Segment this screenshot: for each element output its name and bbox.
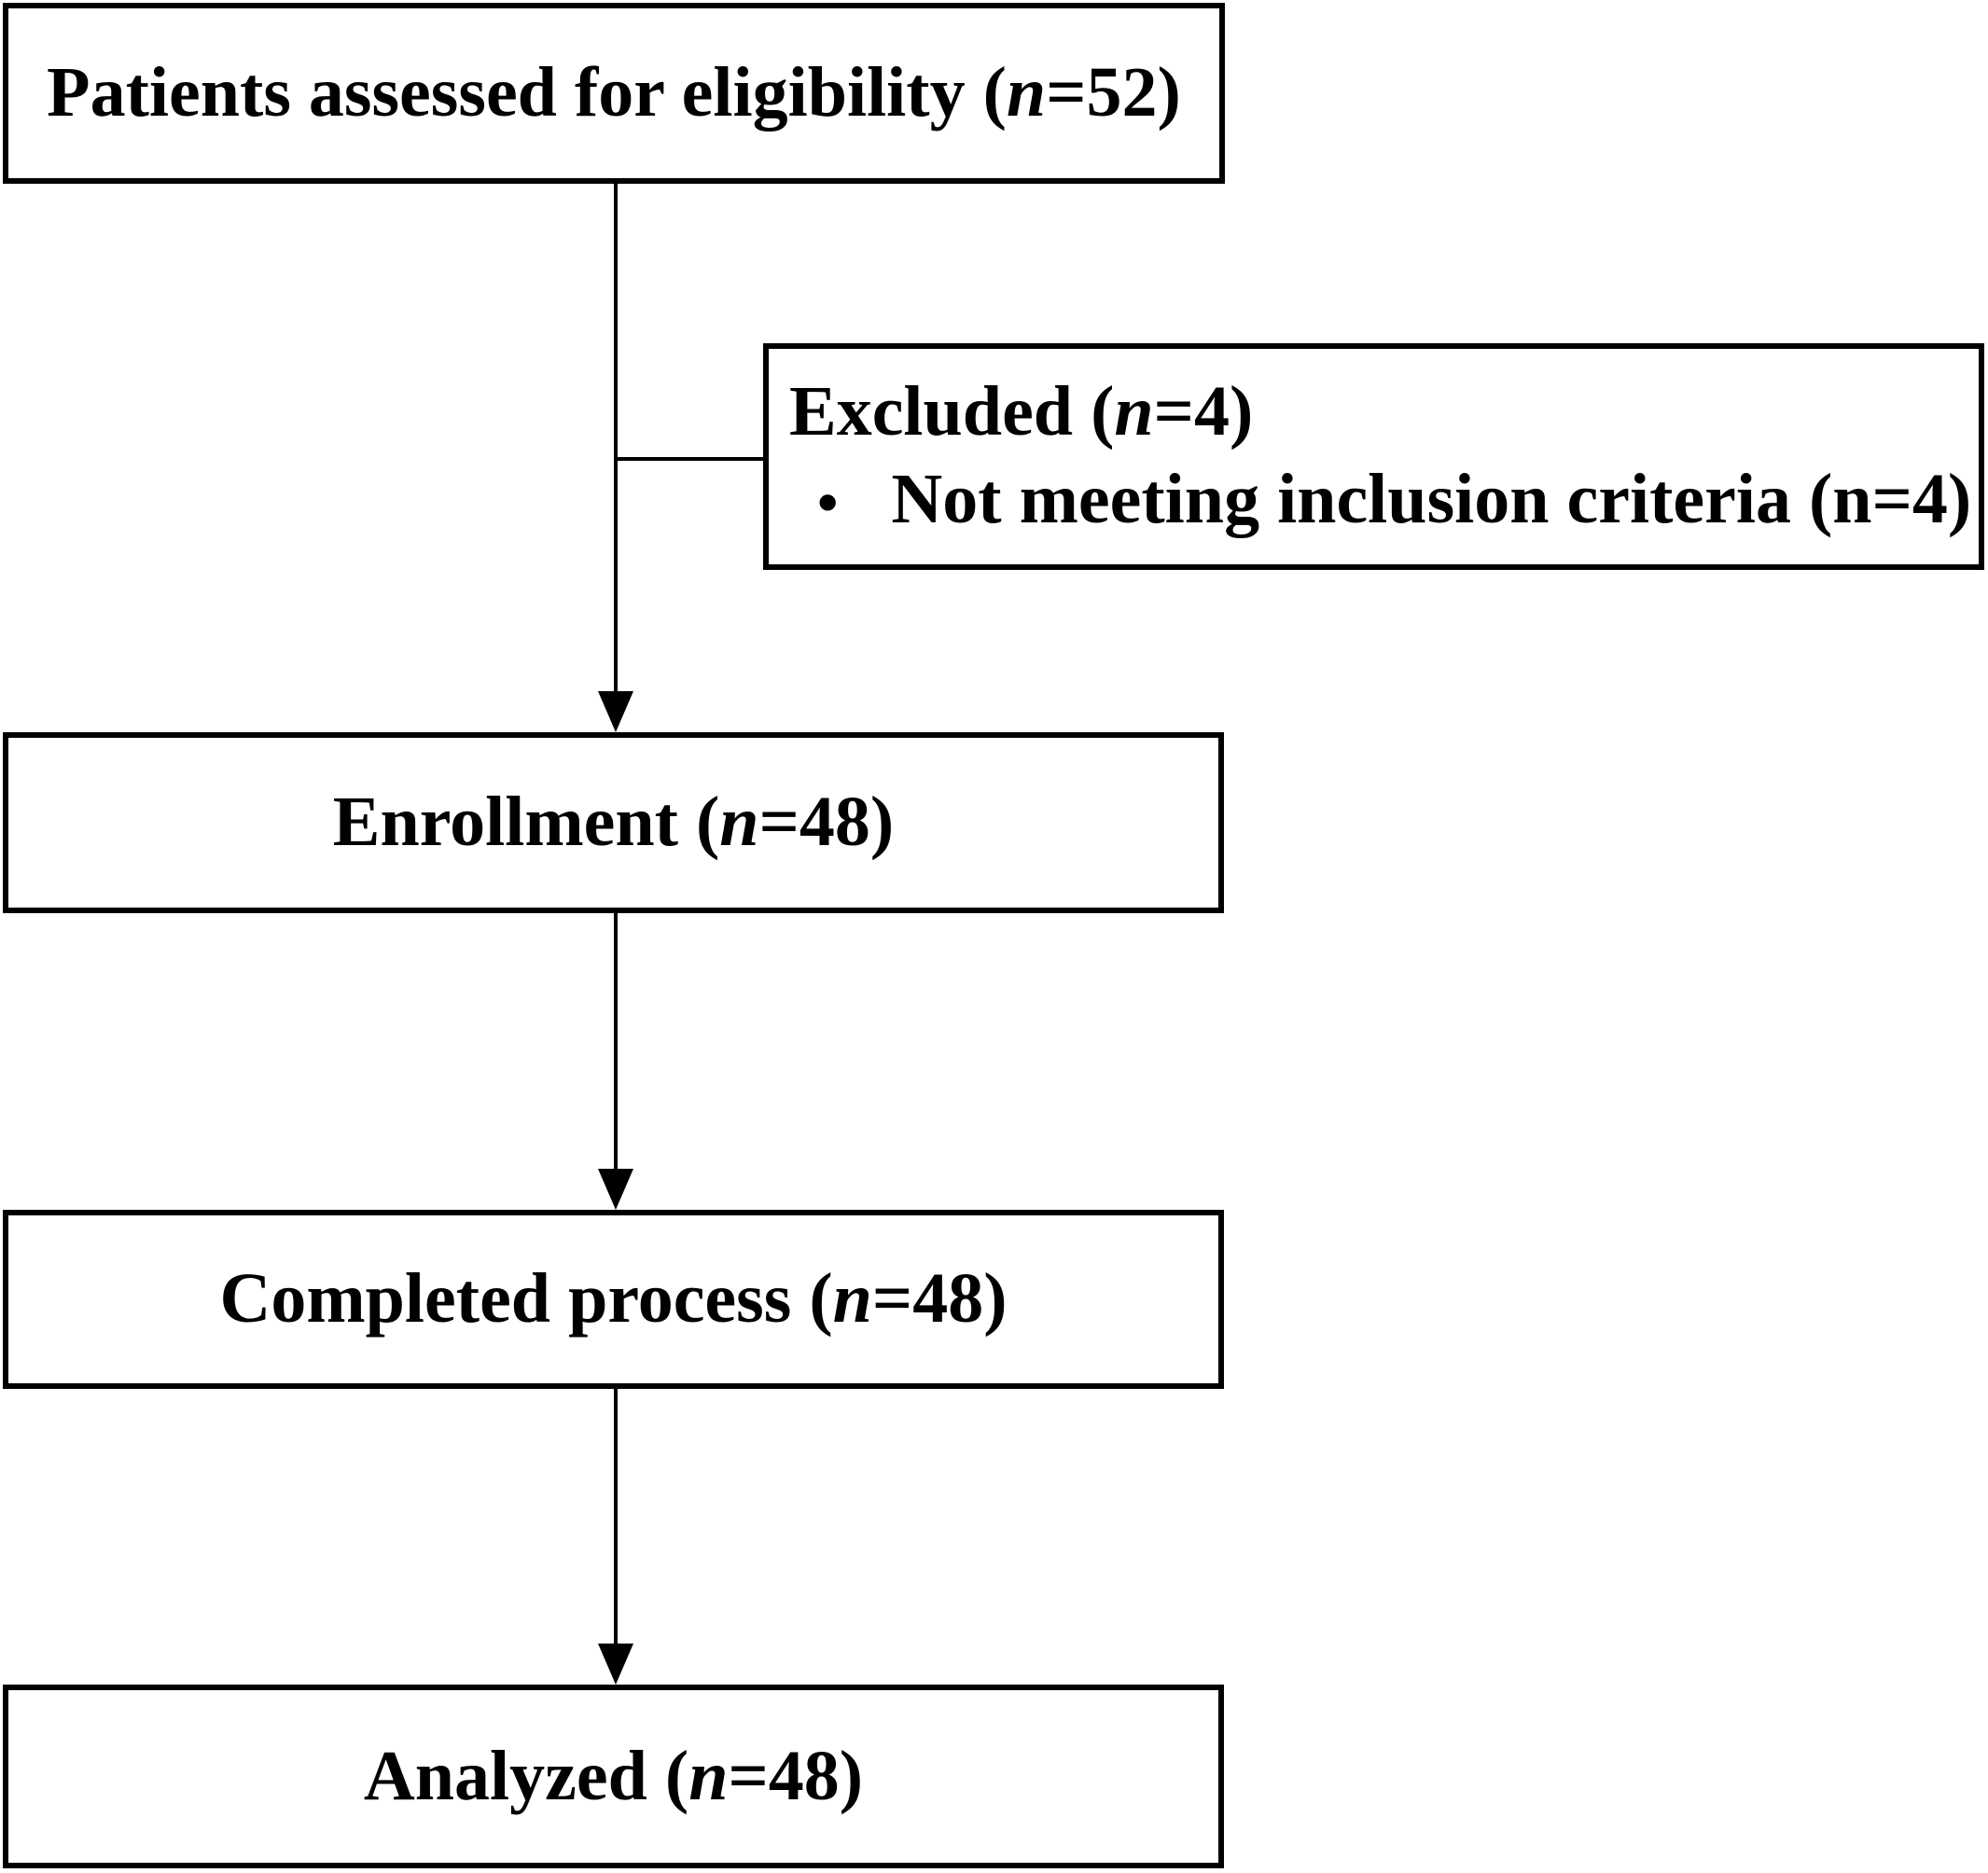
label-text-pre: Excluded ( bbox=[789, 371, 1115, 451]
label-n-variable: n bbox=[832, 1259, 872, 1339]
box-excluded: Excluded (n=4) • Not meeting inclusion c… bbox=[763, 343, 1984, 570]
arrow-down-icon bbox=[598, 691, 633, 732]
branch-line-to-excluded bbox=[616, 457, 763, 461]
box-enrollment: Enrollment (n=48) bbox=[3, 732, 1224, 913]
label-text-pre: Completed process ( bbox=[219, 1259, 833, 1339]
label-text-post: =48) bbox=[871, 1259, 1008, 1339]
bullet-icon: • bbox=[817, 468, 839, 535]
label-text-post: =4) bbox=[1153, 371, 1254, 451]
label-n-variable: n bbox=[719, 783, 759, 862]
box-completed-process: Completed process (n=48) bbox=[3, 1210, 1224, 1389]
box-analyzed: Analyzed (n=48) bbox=[3, 1685, 1224, 1868]
connector-eligibility-to-enrollment-line bbox=[614, 184, 618, 695]
label-text-pre: Enrollment ( bbox=[332, 783, 720, 862]
label-text-post: =48) bbox=[758, 783, 895, 862]
connector-enrollment-to-completed-line bbox=[614, 913, 618, 1169]
label-text-pre: Analyzed ( bbox=[363, 1736, 689, 1815]
box-analyzed-label: Analyzed (n=48) bbox=[364, 1734, 863, 1819]
label-n-variable: n bbox=[688, 1736, 729, 1815]
label-n-variable: n bbox=[1006, 53, 1047, 132]
label-n-variable: n bbox=[1114, 371, 1154, 451]
bullet-item-text: Not meeting inclusion criteria (n=4) bbox=[891, 459, 1972, 538]
label-text-pre: Patients assessed for eligibility ( bbox=[47, 53, 1007, 132]
box-enrollment-label: Enrollment (n=48) bbox=[333, 780, 894, 865]
arrow-down-icon bbox=[598, 1644, 633, 1685]
box-patients-assessed-label: Patients assessed for eligibility (n=52) bbox=[47, 50, 1181, 135]
box-excluded-bullet-item: • Not meeting inclusion criteria (n=4) bbox=[789, 455, 1971, 547]
label-text-post: =52) bbox=[1046, 53, 1181, 132]
box-patients-assessed: Patients assessed for eligibility (n=52) bbox=[3, 3, 1225, 184]
arrow-down-icon bbox=[598, 1169, 633, 1210]
label-text-post: =48) bbox=[728, 1736, 864, 1815]
box-excluded-title: Excluded (n=4) bbox=[789, 368, 1253, 455]
connector-completed-to-analyzed-line bbox=[614, 1389, 618, 1644]
box-completed-process-label: Completed process (n=48) bbox=[219, 1256, 1007, 1341]
